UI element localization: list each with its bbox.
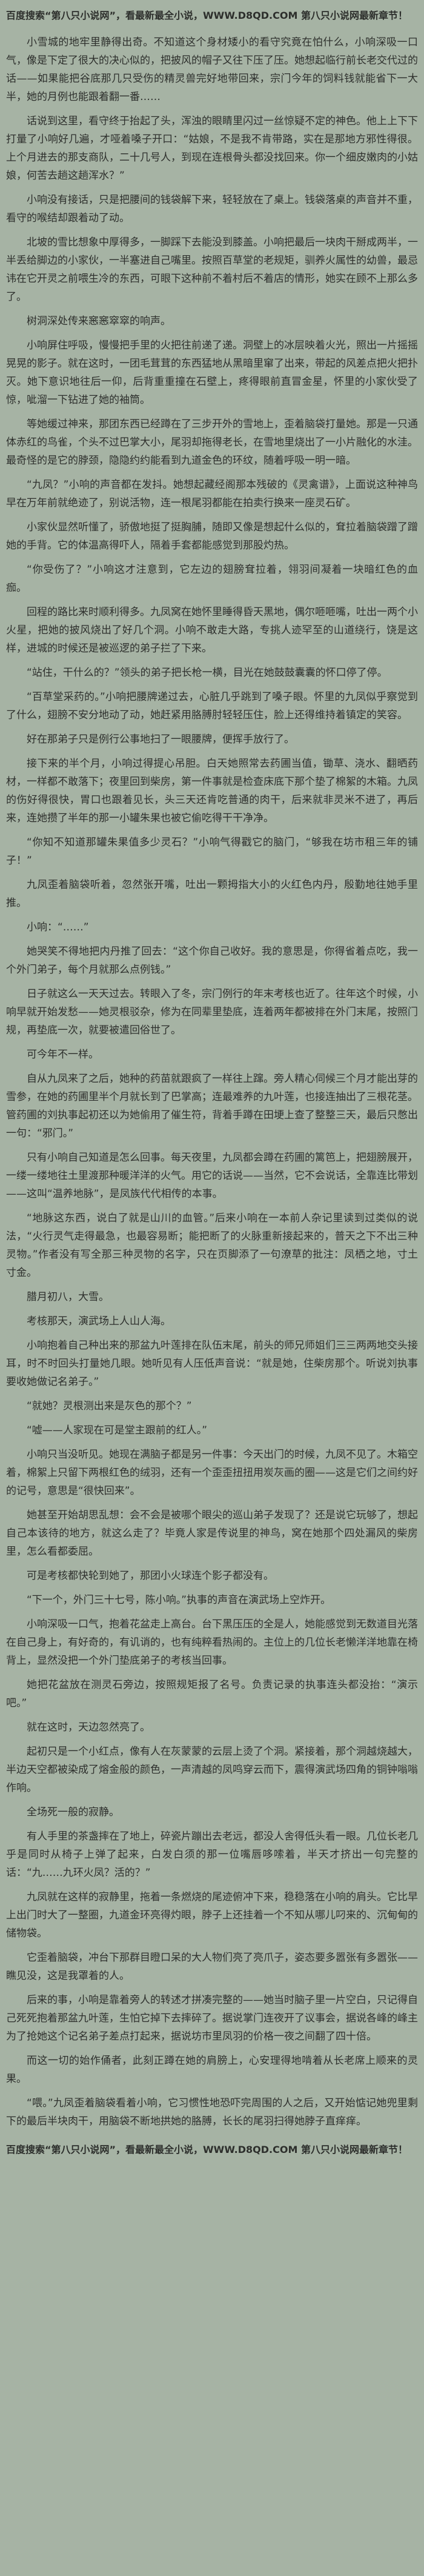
novel-paragraph: 回程的路比来时顺利得多。九凤窝在她怀里睡得昏天黑地，偶尔咂咂嘴，吐出一两个小火星…	[6, 606, 418, 655]
novel-paragraph: “你知不知道那罐朱果值多少灵石？”小响气得戳它的脑门，“够我在坊市租三年的铺子！…	[6, 836, 418, 867]
novel-paragraph: 小响：“……”	[27, 921, 89, 933]
novel-paragraph: 小响只当没听见。她现在满脑子都是另一件事：今天出门的时候，九凤不见了。木箱空着，…	[6, 1449, 418, 1497]
novel-paragraph: 小雪城的地牢里静得出奇。不知道这个身材矮小的看守究竟在怕什么，小响深吸一口气，像…	[6, 36, 418, 103]
novel-paragraph: “就她？灵根测出来是灰色的那个？”	[27, 1400, 192, 1412]
novel-paragraph: 它歪着脑袋，冲台下那群目瞪口呆的大人物们亮了亮爪子，姿态要多嚣张有多嚣张——瞧见…	[6, 1952, 418, 1982]
novel-paragraph: 后来的事，小响是靠着旁人的转述才拼凑完整的——她当时脑子里一片空白，只记得自己死…	[6, 1994, 418, 2043]
novel-paragraph: 起初只是一个小红点，像有人在灰蒙蒙的云层上烫了个洞。紧接着，那个洞越烧越大，半边…	[6, 1746, 418, 1794]
novel-paragraph: 她把花盆放在测灵石旁边，按照规矩报了名号。负责记录的执事连头都没抬：“演示吧。”	[6, 1679, 418, 1709]
novel-paragraph: “喂。”九凤歪着脑袋看着小响，它习惯性地恐吓完周围的人之后，又开始惦记她兜里剩下…	[6, 2097, 418, 2127]
novel-paragraph: 有人手里的茶盏摔在了地上，碎瓷片蹦出去老远，都没人舍得低头看一眼。几位长老几乎是…	[6, 1830, 418, 1879]
novel-paragraph: 小家伙显然听懂了，骄傲地挺了挺胸脯，随即又像是想起什么似的，耷拉着脑袋蹭了蹭她的…	[6, 521, 418, 552]
novel-paragraph: “嘘——人家现在可是堂主跟前的红人。”	[27, 1424, 208, 1436]
novel-paragraph: 九凤就在这样的寂静里，拖着一条燃烧的尾迹俯冲下来，稳稳落在小响的肩头。它比早上出…	[6, 1891, 418, 1940]
novel-paragraph: “站住，干什么的？”领头的弟子把长枪一横，目光在她鼓鼓囊囊的怀口停了停。	[27, 667, 388, 679]
novel-paragraph: “你受伤了？”小响这才注意到，它左边的翅膀耷拉着，翎羽间凝着一块暗红色的血痂。	[6, 564, 418, 594]
novel-paragraph: 日子就这么一天天过去。转眼入了冬，宗门例行的年末考核也近了。往年这个时候，小响早…	[6, 988, 418, 1036]
novel-paragraph: “百草堂采药的。”小响把腰牌递过去，心脏几乎跳到了嗓子眼。怀里的九凤似乎察觉到了…	[6, 691, 418, 721]
novel-paragraph: 等她缓过神来，那团东西已经蹲在了三步开外的雪地上，歪着脑袋打量她。那是一只通体赤…	[6, 418, 418, 467]
site-promo-footer[interactable]: 百度搜索“第八只小说网”，看最新最全小说，WWW.D8QD.COM 第八只小说网…	[6, 2144, 408, 2155]
novel-paragraph: 九凤歪着脑袋听着，忽然张开嘴，吐出一颗拇指大小的火红色内丹，殷勤地往她手里推。	[6, 879, 418, 909]
novel-paragraph: 小响深吸一口气，抱着花盆走上高台。台下黑压压的全是人，她能感觉到无数道目光落在自…	[6, 1618, 418, 1667]
novel-paragraph: 北坡的雪比想象中厚得多，一脚踩下去能没到膝盖。小响把最后一块肉干掰成两半，一半丢…	[6, 236, 418, 303]
novel-paragraph: 可今年不一样。	[27, 1049, 99, 1061]
novel-paragraph: 话说到这里，看守终于抬起了头，浑浊的眼睛里闪过一丝惊疑不定的神色。他上上下下打量…	[6, 115, 418, 182]
novel-paragraph: “九凤？”小响的声音都在发抖。她想起藏经阁那本残破的《灵禽谱》，上面说这种神鸟早…	[6, 479, 418, 509]
novel-paragraph: 小响没有接话，只是把腰间的钱袋解下来，轻轻放在了桌上。钱袋落桌的声音并不重，看守…	[6, 194, 418, 224]
novel-paragraph: 全场死一般的寂静。	[27, 1806, 119, 1818]
novel-paragraph: 自从九凤来了之后，她种的药苗就跟疯了一样往上蹿。旁人精心伺候三个月才能出芽的雪参…	[6, 1073, 418, 1140]
novel-paragraph: 考核那天，演武场上人山人海。	[27, 1315, 171, 1327]
novel-paragraph: 只有小响自己知道是怎么回事。每天夜里，九凤都会蹲在药圃的篱笆上，把翅膀展开，一缕…	[6, 1152, 418, 1200]
novel-paragraph: “下一个，外门三十七号，陈小响。”执事的声音在演武场上空炸开。	[27, 1594, 331, 1606]
novel-paragraph: 而这一切的始作俑者，此刻正蹲在她的肩膀上，心安理得地啃着从长老席上顺来的灵果。	[6, 2055, 418, 2085]
novel-paragraph: 就在这时，天边忽然亮了。	[27, 1721, 150, 1733]
novel-paragraph: 她哭笑不得地把内丹推了回去：“这个你自己收好。我的意思是，你得省着点吃，我一个外…	[6, 946, 418, 976]
novel-paragraph: “地脉这东西，说白了就是山川的血管。”后来小响在一本前人杂记里读到过类似的说法，…	[6, 1212, 418, 1279]
novel-paragraph: 她甚至开始胡思乱想：会不会是被哪个眼尖的巡山弟子发现了？还是说它玩够了，想起自己…	[6, 1509, 418, 1558]
novel-paragraph: 小响屏住呼吸，慢慢把手里的火把往前递了递。洞壁上的冰层映着火光，照出一片摇摇晃晃…	[6, 339, 418, 406]
chapter-content: 小雪城的地牢里静得出奇。不知道这个身材矮小的看守究竟在怕什么，小响深吸一口气，像…	[6, 33, 418, 2131]
novel-paragraph: 腊月初八，大雪。	[27, 1291, 109, 1303]
novel-paragraph: 接下来的半个月，小响过得提心吊胆。白天她照常去药圃当值，锄草、浇水、翻晒药材，一…	[6, 758, 418, 824]
novel-paragraph: 好在那弟子只是例行公事地扫了一眼腰牌，便挥手放行了。	[27, 733, 294, 746]
site-promo-header[interactable]: 百度搜索“第八只小说网”，看最新最全小说，WWW.D8QD.COM 第八只小说网…	[6, 10, 408, 21]
novel-paragraph: 可是考核都快轮到她了，那团小火球连个影子都没有。	[27, 1570, 274, 1582]
novel-paragraph: 树洞深处传来窸窸窣窣的响声。	[27, 315, 171, 327]
novel-paragraph: 小响抱着自己种出来的那盆九叶莲排在队伍末尾，前头的师兄师姐们三三两两地交头接耳，…	[6, 1340, 418, 1388]
